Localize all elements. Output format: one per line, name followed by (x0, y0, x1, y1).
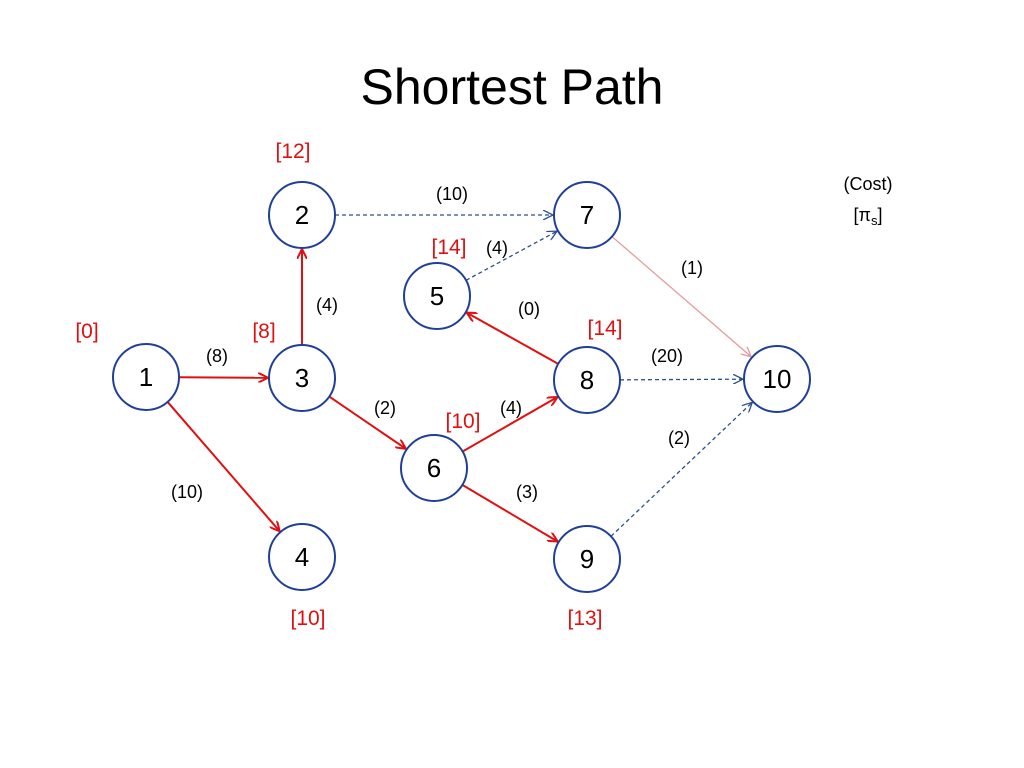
node-4: 4 (268, 523, 336, 591)
edge-cost-1-4: (10) (171, 482, 203, 502)
edge-cost-8-5: (0) (518, 299, 540, 319)
node-10: 10 (743, 345, 811, 413)
node-5: 5 (403, 262, 471, 330)
legend-potential-symbol: π (859, 205, 871, 225)
node-7: 7 (553, 181, 621, 249)
edge-1-3 (178, 377, 268, 378)
edge-1-4 (166, 401, 280, 531)
node-8: 8 (553, 346, 621, 414)
node-10-circle (743, 345, 811, 413)
edges-layer (166, 215, 753, 542)
edge-costs-layer: (8) (10) (4) (2) (10) (4) (0) (4) (3) (1… (171, 184, 703, 502)
edge-5-7 (465, 231, 557, 281)
node-5-circle (403, 262, 471, 330)
edge-9-10 (610, 402, 752, 537)
node-1: 1 (112, 343, 180, 411)
legend-potential-open: [ (854, 205, 859, 225)
node-3-potential: [8] (252, 320, 275, 343)
edge-6-8 (462, 397, 558, 453)
edge-8-5 (467, 313, 559, 365)
node-9: 9 (553, 525, 621, 593)
legend-potential-sub: s (871, 213, 878, 228)
node-3-label: 3 (295, 363, 309, 393)
node-1-circle (112, 343, 180, 411)
node-1-potential: [0] (75, 320, 98, 343)
node-1-label: 1 (139, 362, 153, 392)
node-4-label: 4 (295, 542, 309, 572)
edge-6-9 (461, 484, 557, 542)
node-2-potential: [12] (275, 140, 310, 163)
node-10-label: 10 (763, 364, 792, 394)
node-7-circle (553, 181, 621, 249)
edge-cost-3-6: (2) (374, 398, 396, 418)
nodes-layer: 1 2 3 4 5 6 7 (112, 181, 811, 593)
legend-potential: [πs] (854, 205, 883, 228)
node-2-circle (268, 181, 336, 249)
node-5-label: 5 (430, 281, 444, 311)
slide-title: Shortest Path (360, 59, 664, 115)
node-7-label: 7 (580, 200, 594, 230)
node-6: 6 (400, 434, 468, 502)
node-4-circle (268, 523, 336, 591)
node-6-label: 6 (427, 453, 441, 483)
legend-potential-close: ] (877, 205, 882, 225)
legend: (Cost) [πs] (844, 174, 893, 228)
edge-cost-6-8: (4) (500, 398, 522, 418)
node-9-circle (553, 525, 621, 593)
edge-7-10 (611, 236, 751, 357)
edge-cost-2-7: (10) (436, 184, 468, 204)
edge-cost-9-10: (2) (668, 428, 690, 448)
node-8-label: 8 (580, 365, 594, 395)
node-6-potential: [10] (445, 410, 480, 433)
edge-cost-5-7: (4) (486, 238, 508, 258)
node-9-label: 9 (580, 544, 594, 574)
edge-8-10 (619, 379, 743, 380)
node-5-potential: [14] (431, 236, 466, 259)
node-2-label: 2 (295, 200, 309, 230)
node-2: 2 (268, 181, 336, 249)
node-4-potential: [10] (290, 607, 325, 630)
legend-cost: (Cost) (844, 174, 893, 194)
node-3-circle (268, 344, 336, 412)
node-6-circle (400, 434, 468, 502)
node-9-potential: [13] (567, 607, 602, 630)
node-8-circle (553, 346, 621, 414)
potentials-layer: [0] [12] [8] [10] [14] [10] [14] [13] (75, 140, 622, 630)
edge-cost-1-3: (8) (206, 346, 228, 366)
edge-3-6 (328, 395, 406, 449)
node-3: 3 (268, 344, 336, 412)
node-8-potential: [14] (587, 317, 622, 340)
edge-cost-7-10: (1) (681, 258, 703, 278)
edge-cost-3-2: (4) (316, 295, 338, 315)
edge-cost-8-10: (20) (651, 346, 683, 366)
edge-cost-6-9: (3) (516, 482, 538, 502)
